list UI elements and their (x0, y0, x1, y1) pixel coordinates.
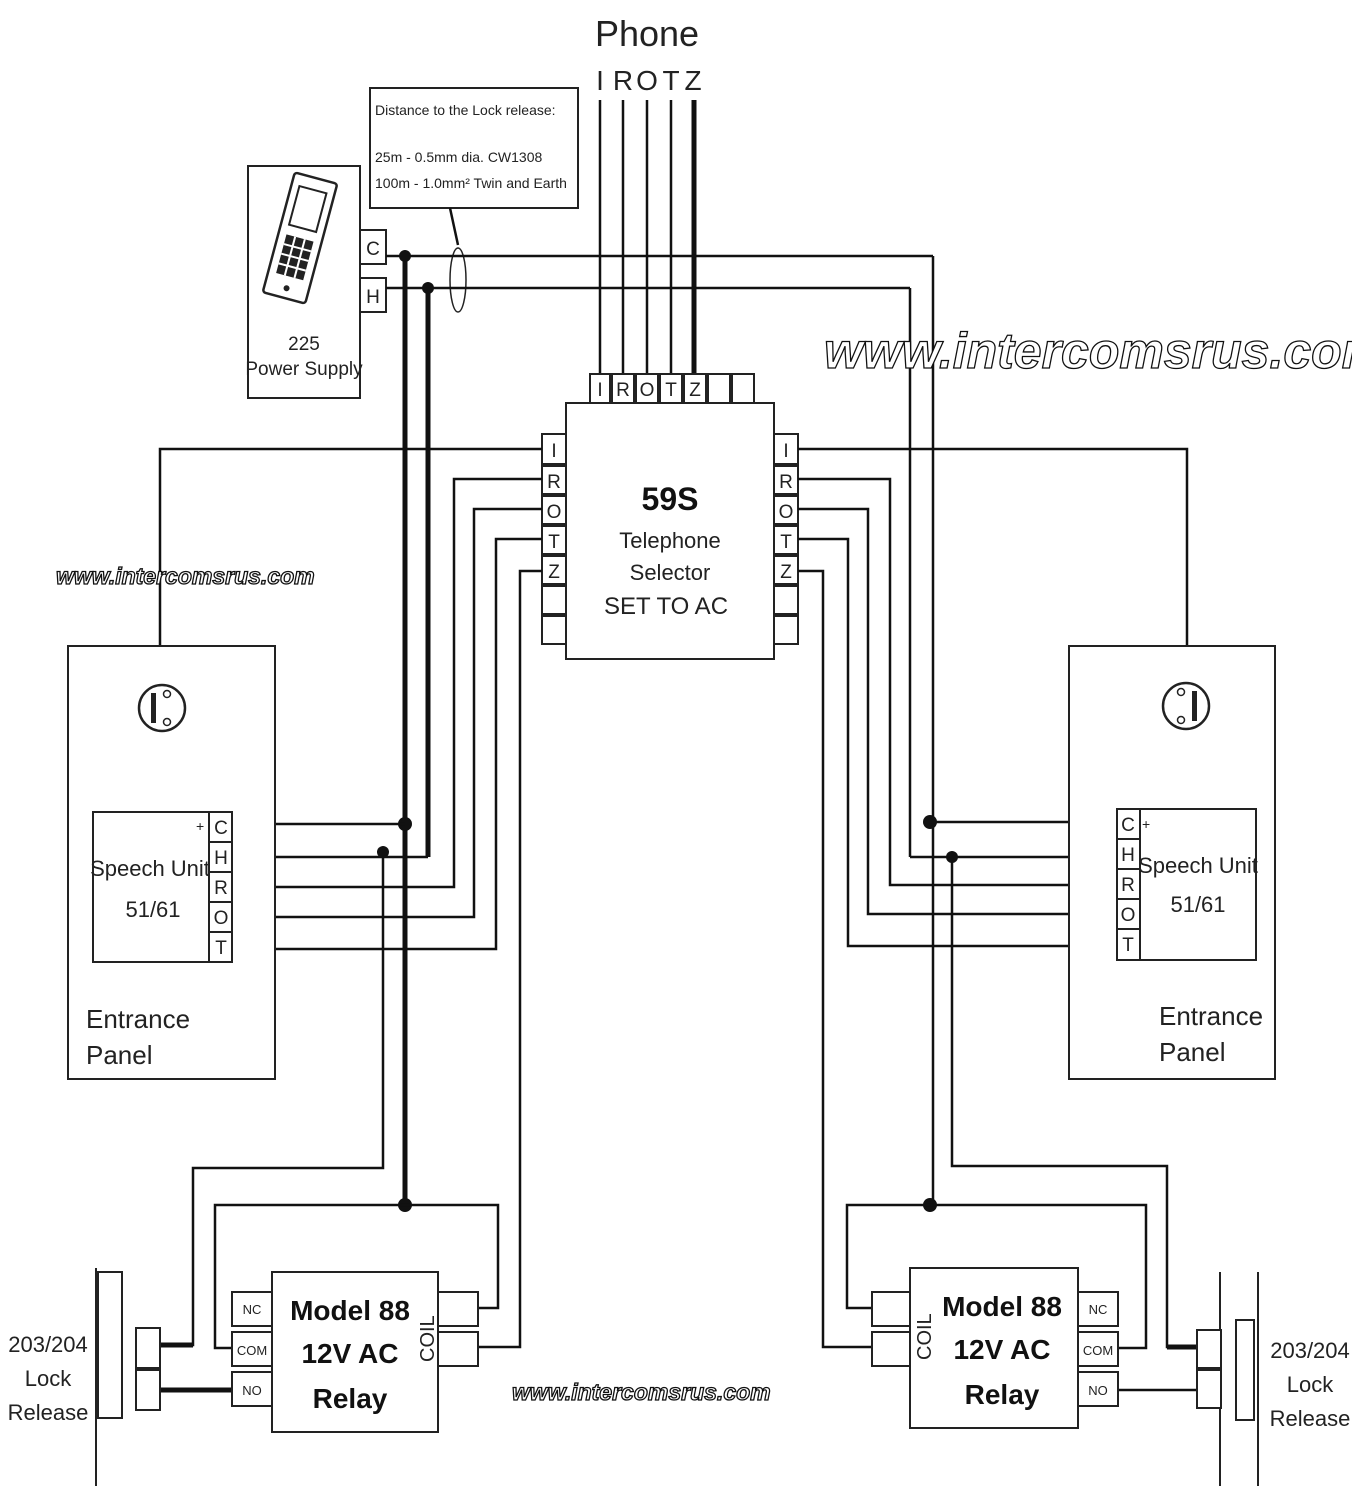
cable-note-line1: 25m - 0.5mm dia. CW1308 (375, 149, 542, 165)
right-panel-label-2: Panel (1159, 1037, 1226, 1067)
selector-top-terminals: I R O T Z (589, 373, 755, 404)
power-supply-icon (262, 171, 338, 305)
cable-note-line2: 100m - 1.0mm² Twin and Earth (375, 175, 567, 191)
right-speech-r: R (1121, 875, 1135, 896)
right-bus-wires (798, 447, 1197, 1392)
selector-model: 59S (642, 481, 699, 517)
selector-top-i: I (597, 380, 602, 401)
left-speech-c: C (214, 818, 228, 839)
right-push-button-icon (1161, 681, 1211, 731)
left-relay-no: NO (242, 1383, 262, 1398)
left-lock-line2: Release (8, 1400, 89, 1425)
power-supply-name: Power Supply (245, 359, 363, 380)
left-bold-wires (160, 1342, 232, 1393)
left-speech-t: T (215, 938, 227, 959)
right-panel-label-1: Entrance (1159, 1001, 1263, 1031)
selector-line2: Selector (630, 560, 711, 585)
left-push-button-icon (137, 683, 187, 733)
left-relay-nc: NC (243, 1302, 262, 1317)
power-supply-model: 225 (288, 334, 320, 355)
right-lock-line1: Lock (1287, 1372, 1334, 1397)
left-panel-label-1: Entrance (86, 1004, 190, 1034)
phone-title: Phone (595, 13, 699, 54)
selector-left-o: O (547, 502, 562, 523)
right-lock-release-icon (1196, 1272, 1259, 1486)
right-relay-coil: COIL (914, 1313, 936, 1360)
selector-line3: SET TO AC (604, 593, 728, 620)
selector-right-z: Z (780, 562, 792, 583)
left-relay-coil: COIL (417, 1315, 439, 1362)
right-relay-terminals: NC COM NO (871, 1291, 1119, 1407)
selector-box (565, 402, 775, 660)
left-lock-model: 203/204 (8, 1332, 88, 1357)
right-relay-line1: Model 88 (942, 1291, 1062, 1322)
cable-note-box (369, 87, 579, 209)
selector-top-z: Z (689, 380, 701, 401)
selector-left-terminals: I R O T Z (541, 433, 567, 645)
ps-terminal-h: H (366, 287, 380, 308)
right-relay-line2: 12V AC (953, 1334, 1050, 1365)
ps-terminal-c: C (366, 239, 380, 260)
left-speech-name: Speech Unit (90, 856, 210, 881)
right-relay-com: COM (1083, 1343, 1113, 1358)
selector-line1: Telephone (619, 528, 721, 553)
selector-left-r: R (547, 472, 561, 493)
cable-note-title: Distance to the Lock release: (375, 102, 556, 118)
left-relay-line3: Relay (313, 1383, 388, 1414)
left-relay-com: COM (237, 1343, 267, 1358)
phone-terminal-labels: I R O T Z (596, 65, 701, 96)
right-speech-plus: + (1142, 816, 1150, 832)
right-speech-h: H (1121, 845, 1135, 866)
selector-top-t: T (665, 380, 677, 401)
left-speech-r: R (214, 878, 228, 899)
right-speech-o: O (1121, 905, 1136, 926)
left-speech-o: O (214, 908, 229, 929)
right-relay-no: NO (1088, 1383, 1108, 1398)
right-lock-model: 203/204 (1270, 1338, 1350, 1363)
left-panel-label-2: Panel (86, 1040, 153, 1070)
phone-terminal-r: R (613, 65, 633, 96)
left-relay-terminals: NC COM NO (231, 1291, 479, 1407)
left-speech-terminals: C H R O T (208, 811, 233, 963)
left-speech-plus: + (196, 818, 204, 834)
right-speech-model: 51/61 (1170, 892, 1225, 917)
right-relay-nc: NC (1089, 1302, 1108, 1317)
watermark-bottom: www.intercomsrus.com (512, 1379, 771, 1405)
cable-pair-marker (449, 247, 467, 313)
selector-left-i: I (551, 441, 556, 462)
selector-top-r: R (616, 380, 630, 401)
right-lock-line2: Release (1270, 1406, 1351, 1431)
right-speech-name: Speech Unit (1138, 853, 1258, 878)
left-speech-model: 51/61 (125, 897, 180, 922)
watermark-large: www.intercomsrus.com (824, 323, 1352, 379)
selector-right-o: O (779, 502, 794, 523)
right-speech-unit (1139, 808, 1257, 961)
selector-left-t: T (548, 532, 560, 553)
left-speech-unit (92, 811, 210, 963)
phone-terminal-z: Z (684, 65, 701, 96)
selector-top-o: O (640, 380, 655, 401)
left-lock-release-icon (95, 1268, 161, 1486)
power-bus-wires (386, 254, 935, 1205)
phone-wires (598, 100, 697, 375)
right-relay-line3: Relay (965, 1379, 1040, 1410)
watermark-left: www.intercomsrus.com (56, 563, 315, 589)
phone-terminal-t: T (662, 65, 679, 96)
right-speech-c: C (1121, 815, 1135, 836)
selector-right-terminals: I R O T Z (773, 433, 799, 645)
right-speech-terminals: C H R O T (1116, 808, 1141, 961)
right-speech-t: T (1122, 935, 1134, 956)
left-lock-line1: Lock (25, 1366, 72, 1391)
selector-right-r: R (779, 472, 793, 493)
left-relay-line1: Model 88 (290, 1295, 410, 1326)
phone-terminal-o: O (636, 65, 658, 96)
selector-right-t: T (780, 532, 792, 553)
phone-terminal-i: I (596, 65, 604, 96)
left-relay-line2: 12V AC (301, 1338, 398, 1369)
selector-right-i: I (783, 441, 788, 462)
selector-left-z: Z (548, 562, 560, 583)
left-speech-h: H (214, 848, 228, 869)
